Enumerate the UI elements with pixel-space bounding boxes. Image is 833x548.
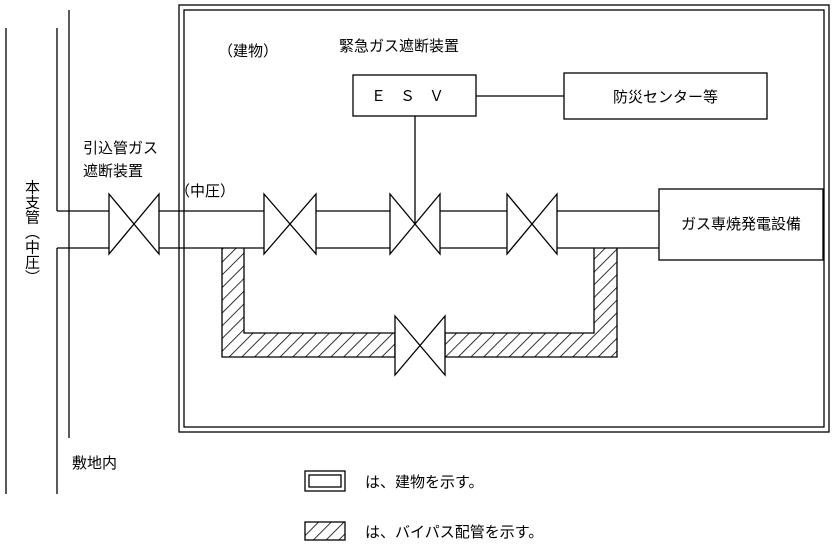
valve-symbol-bypass bbox=[394, 314, 446, 377]
equipment-box bbox=[658, 188, 824, 261]
legend-bypass-text: は、バイパス配管を示す。 bbox=[365, 523, 543, 541]
valve-symbol-3 bbox=[506, 192, 558, 256]
legend-building-text: は、建物を示す。 bbox=[365, 473, 484, 491]
emergency-device-label: 緊急ガス遮断装置 bbox=[339, 37, 459, 55]
service-valve-label-line2: 遮断装置 bbox=[83, 162, 143, 180]
legend-building-swatch-outer bbox=[304, 470, 346, 492]
main-pipe-label: 本支管（中圧） bbox=[23, 180, 41, 285]
valve-symbol-1 bbox=[263, 192, 317, 256]
service-valve-label-line1: 引込管ガス bbox=[83, 139, 158, 157]
valve-symbol-service bbox=[108, 192, 160, 256]
building-label: （建物） bbox=[218, 42, 278, 60]
pressure-label: （中圧） bbox=[175, 182, 235, 200]
disaster-center-box bbox=[563, 72, 768, 120]
esv-label: ＥＳＶ bbox=[371, 87, 458, 105]
disaster-center-label: 防災センター等 bbox=[613, 88, 718, 106]
legend-building-swatch-inner bbox=[308, 474, 342, 488]
legend: は、建物を示す。 は、バイパス配管を示す。 bbox=[304, 470, 543, 541]
building-outer-border bbox=[178, 4, 830, 433]
building-inner-border bbox=[183, 9, 825, 428]
equipment-label: ガス専焼発電設備 bbox=[681, 215, 801, 233]
legend-bypass-swatch bbox=[304, 521, 346, 541]
bypass-pipe-left bbox=[221, 247, 396, 358]
esv-box bbox=[352, 74, 477, 117]
premises-label: 敷地内 bbox=[72, 454, 117, 472]
bypass-pipe-right bbox=[444, 247, 618, 358]
